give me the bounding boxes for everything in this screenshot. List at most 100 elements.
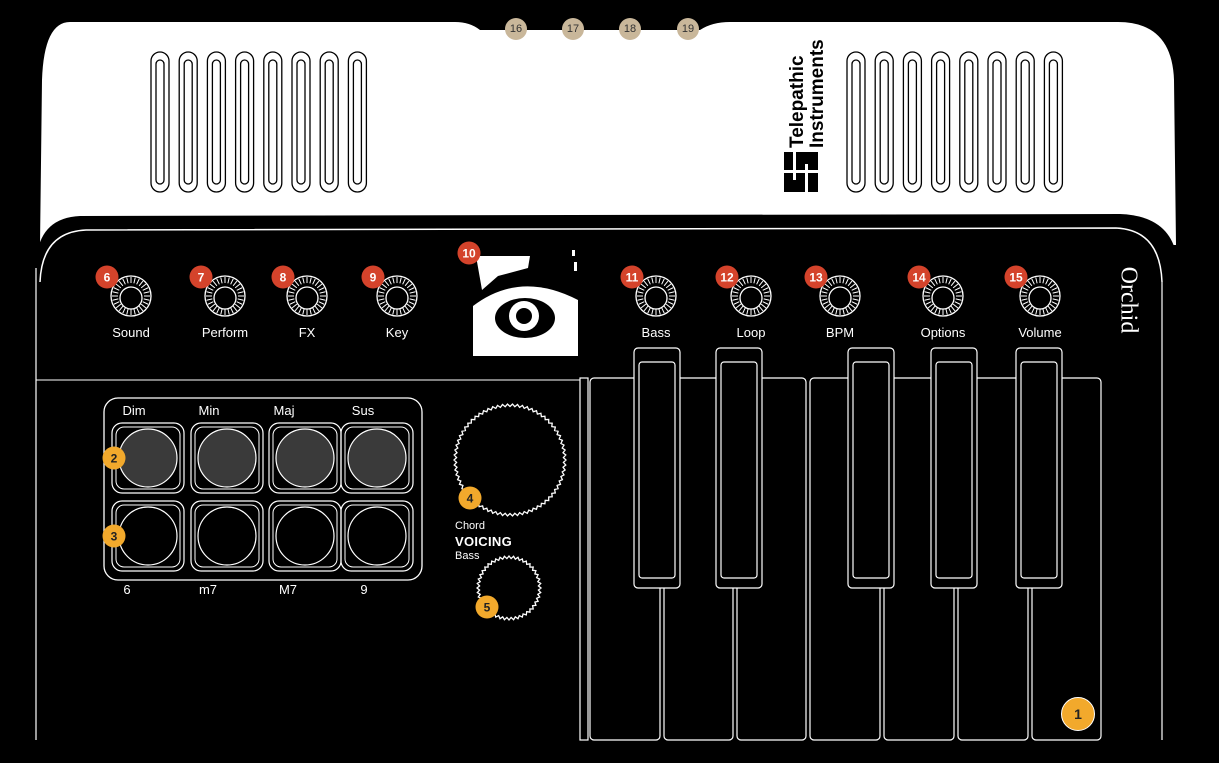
brand-line2: Instruments <box>807 39 828 148</box>
vent-slots-left <box>150 51 368 193</box>
vent-slot <box>930 51 951 193</box>
pad-row2-badge: 3 <box>102 524 126 548</box>
voicing-title: VOICING <box>455 534 512 549</box>
display-badge: 10 <box>457 241 481 265</box>
pad-label-bottom: 6 <box>123 582 131 597</box>
knob-badge: 6 <box>95 265 119 289</box>
vent-slot <box>987 51 1007 193</box>
dial-edge <box>453 403 567 517</box>
knob-label-fx: FX <box>298 325 316 340</box>
knob <box>730 275 772 317</box>
vent-slots-right <box>846 51 1064 193</box>
knob <box>922 275 964 317</box>
vent-slot-inner <box>992 59 1002 185</box>
brand-mark-icon <box>784 152 818 192</box>
vent-slot <box>150 51 170 193</box>
vent-slot <box>206 51 227 193</box>
vent-slot <box>1015 51 1035 193</box>
black-key <box>715 347 763 589</box>
knob-badge: 7 <box>189 265 213 289</box>
brand-logo: Telepathic Instruments <box>780 39 840 192</box>
port-badge: 16 <box>505 18 527 40</box>
vent-slot <box>874 51 894 193</box>
keys-badge: 1 <box>1061 697 1095 731</box>
chord-dial-badge: 4 <box>458 486 482 510</box>
brand-line1: Telepathic <box>787 55 808 148</box>
knob-label-sound: Sound <box>112 325 150 340</box>
knob-label-options: Options <box>920 325 966 340</box>
pad-label-top: Min <box>198 403 220 418</box>
key-edge <box>579 377 589 741</box>
knob-label-volume: Volume <box>1018 325 1062 340</box>
pad-label-bottom: 9 <box>360 582 368 597</box>
knob-label-bass: Bass <box>641 325 671 340</box>
pad-label-bottom: M7 <box>278 582 298 597</box>
vent-slot <box>178 51 198 193</box>
knob-label-bpm: BPM <box>825 325 855 340</box>
port-badge: 17 <box>562 18 584 40</box>
knob-badge: 13 <box>804 265 828 289</box>
vent-slot <box>291 51 311 193</box>
vent-slot-inner <box>907 59 918 185</box>
vent-slot <box>902 51 923 193</box>
vent-slot-inner <box>296 59 306 185</box>
vent-slot-inner <box>211 59 222 185</box>
knob-badge: 12 <box>715 265 739 289</box>
vent-slot-inner <box>935 59 946 185</box>
vent-slot <box>234 51 255 193</box>
vent-slot <box>347 51 368 193</box>
dial-edge <box>475 554 543 622</box>
knob-badge: 8 <box>271 265 295 289</box>
chord-pad <box>268 500 342 572</box>
knob-label-loop: Loop <box>736 325 766 340</box>
vent-slot <box>263 51 283 193</box>
pad-grid <box>111 422 414 572</box>
pad-label-top: Dim <box>122 403 146 418</box>
vent-slot-inner <box>324 59 334 185</box>
knob-label-key: Key <box>385 325 409 340</box>
vent-slot-inner <box>964 59 974 185</box>
chord-voicing-dial <box>453 403 567 517</box>
vent-slot-inner <box>352 59 363 185</box>
vent-slot <box>319 51 339 193</box>
knob-badge: 11 <box>620 265 644 289</box>
vent-slot-inner <box>1048 59 1059 185</box>
vent-slot-inner <box>879 59 889 185</box>
voicing-bass-label: Bass <box>455 550 480 562</box>
top-panel <box>40 22 1176 245</box>
pad-label-top: Sus <box>351 403 375 418</box>
vent-slot-inner <box>239 59 250 185</box>
port-badge: 19 <box>677 18 699 40</box>
chord-pad <box>190 422 264 494</box>
knob <box>1019 275 1061 317</box>
knob-badge: 15 <box>1004 265 1028 289</box>
black-key <box>633 347 681 589</box>
vent-slot <box>846 51 866 193</box>
knob <box>819 275 861 317</box>
display-screen <box>472 250 578 356</box>
pad-row1-badge: 2 <box>102 446 126 470</box>
knob <box>376 275 418 317</box>
chord-pad <box>340 422 414 494</box>
knob-badge: 14 <box>907 265 931 289</box>
chord-pad <box>190 500 264 572</box>
knob <box>204 275 246 317</box>
black-key <box>930 347 978 589</box>
knob <box>286 275 328 317</box>
pad-frame <box>103 397 423 581</box>
bass-voicing-dial <box>475 554 543 622</box>
vent-slot-inner <box>183 59 193 185</box>
vent-slot-inner <box>1020 59 1030 185</box>
vent-slot-inner <box>851 59 861 185</box>
pad-label-bottom: m7 <box>198 582 218 597</box>
knob-group <box>110 275 1061 317</box>
chord-pad <box>340 500 414 572</box>
port-badge: 18 <box>619 18 641 40</box>
black-key <box>847 347 895 589</box>
knob-badge: 9 <box>361 265 385 289</box>
vent-slot-inner <box>268 59 278 185</box>
vent-slot <box>959 51 979 193</box>
vent-slot <box>1043 51 1064 193</box>
